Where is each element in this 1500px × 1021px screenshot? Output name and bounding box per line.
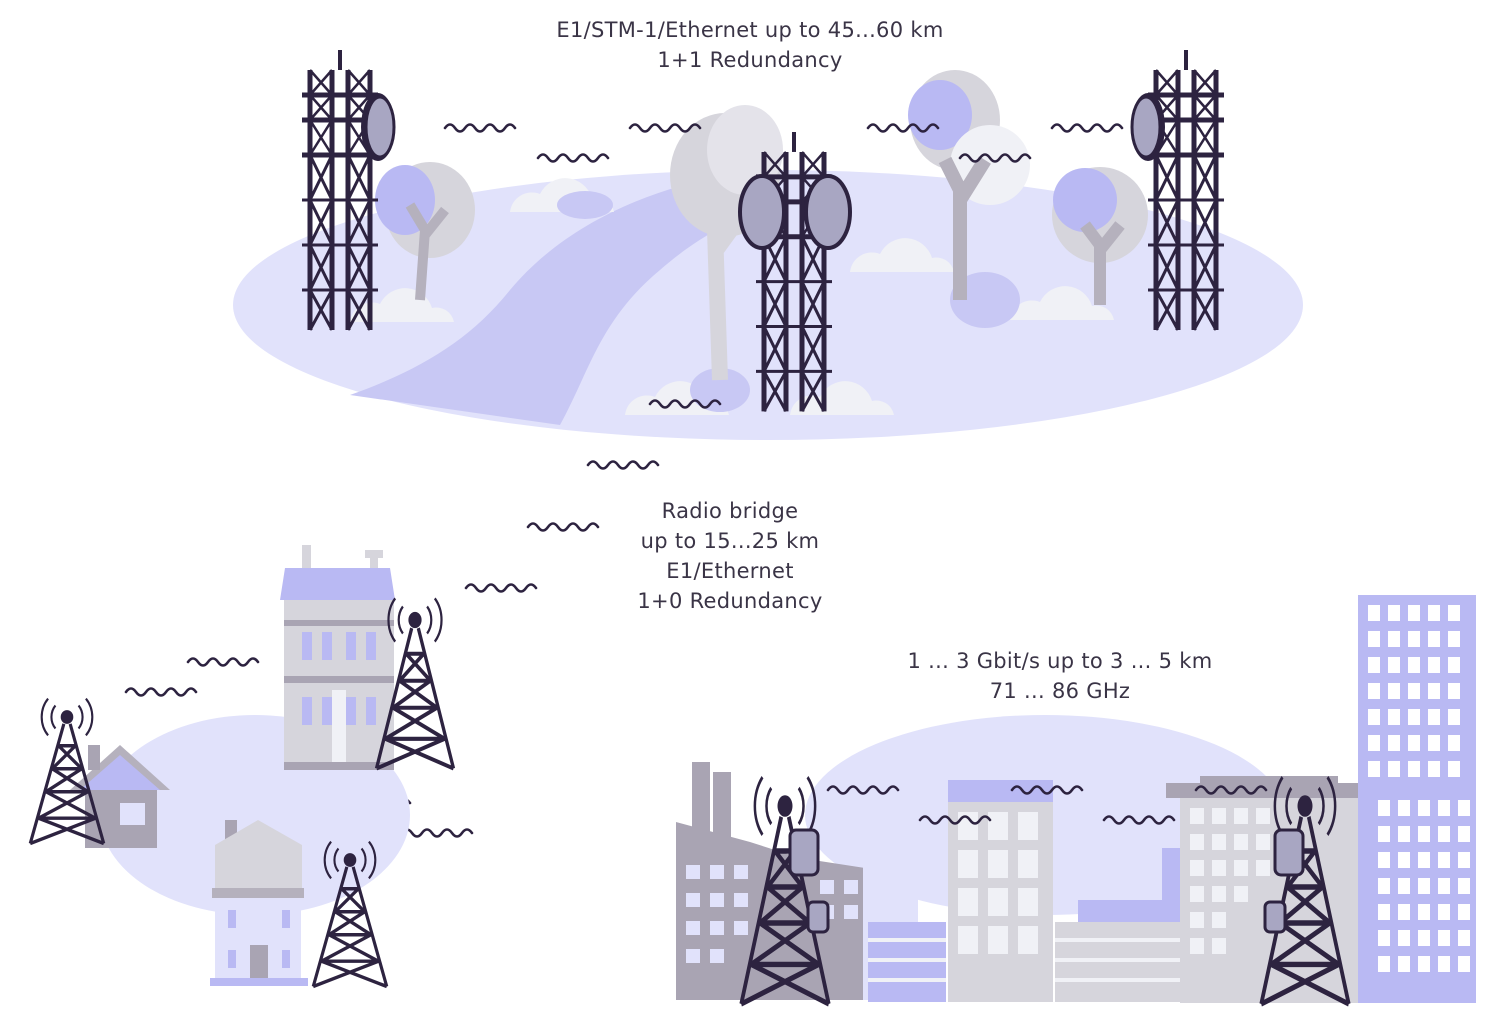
apartment-building	[280, 545, 395, 770]
high-capacity-link-label: 1 ... 3 Gbit/s up to 3 ... 5 km 71 ... 8…	[860, 646, 1260, 706]
skyscraper-icon	[1358, 595, 1476, 1003]
lattice-tower-icon	[302, 50, 396, 330]
long-haul-line-1: E1/STM-1/Ethernet up to 45...60 km	[556, 18, 944, 42]
tree-icon	[1052, 167, 1148, 305]
long-haul-link-label: E1/STM-1/Ethernet up to 45...60 km 1+1 R…	[500, 15, 1000, 75]
cell-tower-icon	[1261, 777, 1349, 1004]
lattice-tower-icon	[1130, 50, 1224, 330]
cell-tower-icon	[741, 777, 829, 1004]
city-scene	[676, 595, 1476, 1004]
long-haul-line-2: 1+1 Redundancy	[657, 48, 843, 72]
radio-bridge-label: Radio bridge up to 15...25 km E1/Etherne…	[580, 496, 880, 616]
house-icon	[210, 820, 308, 986]
river	[350, 175, 780, 425]
dish-antenna-icon	[738, 174, 852, 250]
high-capacity-line-1: 1 ... 3 Gbit/s up to 3 ... 5 km	[907, 649, 1213, 673]
high-capacity-line-2: 71 ... 86 GHz	[989, 679, 1131, 703]
suburb-scene	[28, 545, 453, 989]
dish-antenna-icon	[361, 93, 396, 161]
office-building	[948, 780, 1053, 1002]
building	[863, 860, 946, 1002]
dish-antenna-icon	[1130, 93, 1165, 161]
building	[1055, 848, 1183, 1002]
radio-bridge-line-3: E1/Ethernet	[666, 559, 794, 583]
long-haul-landscape	[233, 50, 1303, 440]
cell-tower-icon	[311, 839, 389, 989]
radio-bridge-line-2: up to 15...25 km	[640, 529, 820, 553]
tree-icon	[375, 162, 475, 301]
radio-bridge-line-1: Radio bridge	[661, 499, 799, 523]
radio-bridge-line-4: 1+0 Redundancy	[637, 589, 823, 613]
